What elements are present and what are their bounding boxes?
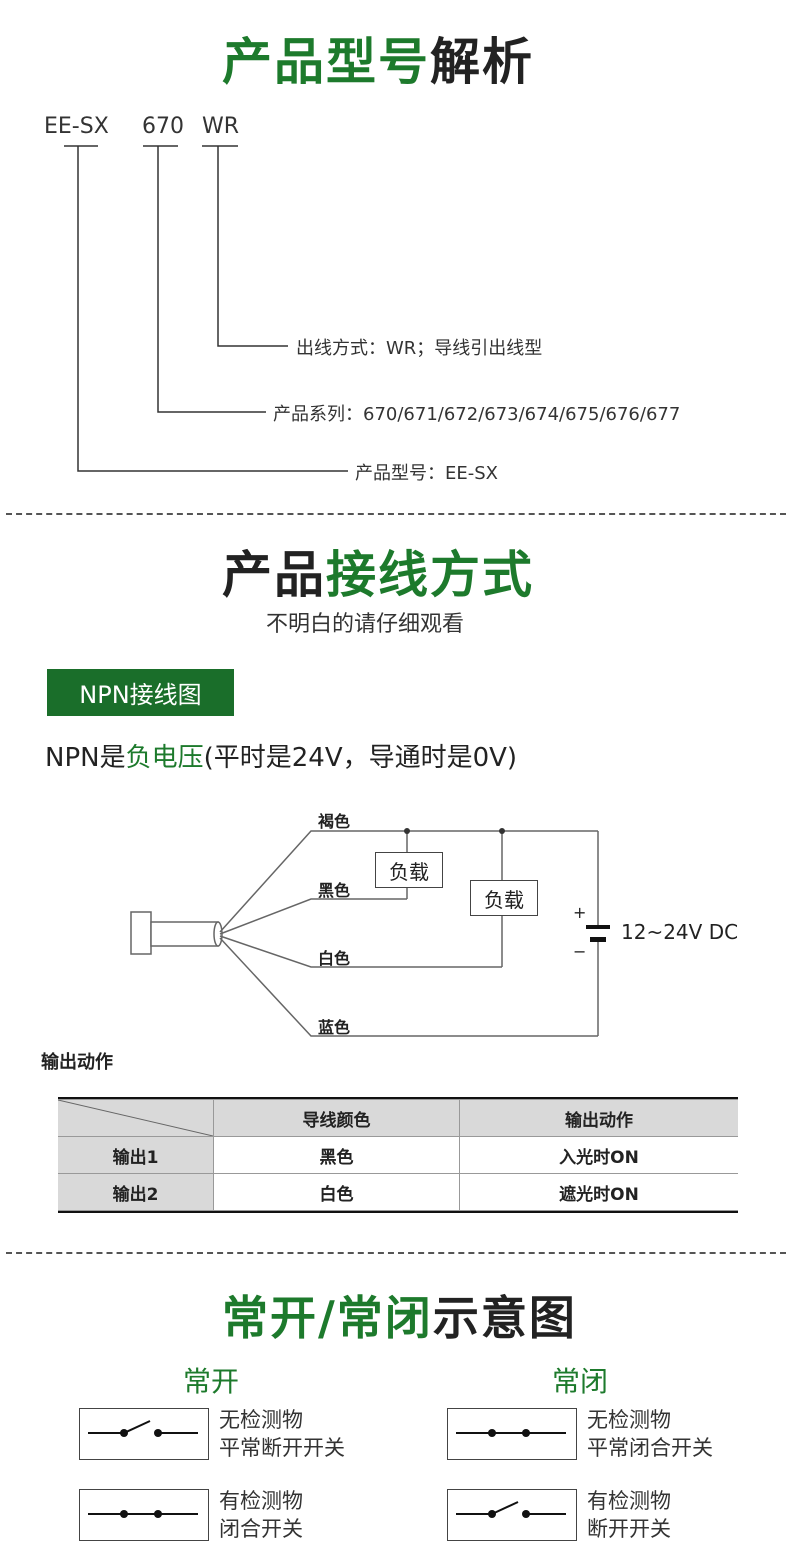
model-bracket-lines bbox=[64, 145, 348, 472]
wiring-section-title: 产品接线方式 bbox=[222, 535, 534, 607]
wiring-diagram bbox=[130, 828, 610, 1037]
switch-desc: 无检测物 平常断开开关 bbox=[219, 1406, 345, 1462]
title-black-part: 产品 bbox=[222, 546, 326, 604]
npn-suffix: (平时是24V，导通时是0V) bbox=[203, 743, 518, 773]
table-cell: 白色 bbox=[213, 1173, 460, 1211]
load-box-1: 负载 bbox=[375, 852, 443, 888]
title-green-part: 产品型号 bbox=[222, 33, 430, 91]
model-code-series: EE-SX bbox=[44, 114, 109, 139]
title-green-part: 接线方式 bbox=[326, 546, 534, 604]
switch-desc-line: 无检测物 bbox=[219, 1408, 303, 1432]
table-corner-diagonal bbox=[58, 1100, 213, 1136]
switch-desc-line: 无检测物 bbox=[587, 1408, 671, 1432]
table-row-label: 输出2 bbox=[58, 1173, 214, 1211]
output-table-wrapper: 导线颜色 输出动作 输出1 黑色 入光时ON 输出2 白色 遮光时ON bbox=[58, 1097, 738, 1213]
title-black-part: 解析 bbox=[430, 33, 534, 91]
desc-wire-type: 出线方式：WR；导线引出线型 bbox=[296, 338, 543, 359]
npn-highlight: 负电压 bbox=[125, 743, 204, 773]
table-corner-cell bbox=[58, 1099, 214, 1137]
wire-white bbox=[219, 935, 502, 968]
table-header-cell: 输出动作 bbox=[459, 1099, 738, 1137]
wire-label-white: 白色 bbox=[318, 949, 351, 968]
wire-blue bbox=[219, 937, 598, 1037]
switch-desc-line: 平常断开开关 bbox=[219, 1436, 345, 1460]
battery-plate-short bbox=[590, 937, 606, 942]
sensor-cable bbox=[150, 921, 219, 947]
switch-box-no-active bbox=[79, 1489, 209, 1541]
model-section-title: 产品型号解析 bbox=[222, 22, 534, 94]
switch-desc-line: 平常闭合开关 bbox=[587, 1436, 713, 1460]
table-cell: 黑色 bbox=[213, 1136, 460, 1174]
sensor-head bbox=[130, 911, 152, 955]
model-code-suffix: WR bbox=[202, 114, 240, 139]
load-box-2: 负载 bbox=[470, 880, 538, 916]
model-code-number: 670 bbox=[142, 114, 184, 139]
switch-desc-line: 有检测物 bbox=[219, 1489, 303, 1513]
switch-desc: 有检测物 断开开关 bbox=[587, 1487, 671, 1543]
switch-desc: 无检测物 平常闭合开关 bbox=[587, 1406, 713, 1462]
switch-desc-line: 闭合开关 bbox=[219, 1517, 303, 1541]
closed-switch-icon bbox=[88, 1510, 198, 1518]
table-row: 输出2 白色 遮光时ON bbox=[58, 1173, 738, 1211]
output-title: 输出动作 bbox=[41, 1052, 113, 1073]
table-header-cell: 导线颜色 bbox=[213, 1099, 460, 1137]
desc-series: 产品系列：670/671/672/673/674/675/676/677 bbox=[273, 404, 681, 425]
output-table: 导线颜色 输出动作 输出1 黑色 入光时ON 输出2 白色 遮光时ON bbox=[58, 1099, 738, 1211]
open-switch-icon bbox=[88, 1420, 198, 1437]
voltage-label: 12~24V DC bbox=[621, 920, 739, 944]
battery-plate-long bbox=[586, 925, 610, 929]
section-divider bbox=[6, 1252, 786, 1254]
section-divider bbox=[6, 513, 786, 515]
desc-model: 产品型号：EE-SX bbox=[355, 463, 498, 484]
wire-label-black: 黑色 bbox=[318, 881, 351, 900]
junction-dot bbox=[404, 828, 410, 834]
closed-switch-icon bbox=[456, 1429, 566, 1437]
npn-description: NPN是负电压(平时是24V，导通时是0V) bbox=[45, 737, 517, 774]
table-cell: 遮光时ON bbox=[459, 1173, 738, 1211]
table-header-row: 导线颜色 输出动作 bbox=[58, 1099, 738, 1137]
switch-box-nc-active bbox=[447, 1489, 577, 1541]
switch-desc-line: 断开开关 bbox=[587, 1517, 671, 1541]
wire-label-brown: 褐色 bbox=[318, 812, 351, 831]
switch-box-nc-idle bbox=[447, 1408, 577, 1460]
normally-open-label: 常开 bbox=[183, 1365, 240, 1398]
npn-prefix: NPN是 bbox=[45, 743, 126, 773]
wiring-subtitle: 不明白的请仔细观看 bbox=[266, 612, 465, 637]
table-row: 输出1 黑色 入光时ON bbox=[58, 1136, 738, 1174]
normally-closed-label: 常闭 bbox=[552, 1365, 609, 1398]
title-green-part: 常开/常闭 bbox=[222, 1291, 433, 1345]
minus-sign: − bbox=[573, 942, 587, 961]
switch-desc: 有检测物 闭合开关 bbox=[219, 1487, 303, 1543]
wire-black bbox=[219, 898, 407, 935]
title-black-part: 示意图 bbox=[432, 1291, 577, 1345]
plus-sign: + bbox=[573, 903, 587, 922]
switch-desc-line: 有检测物 bbox=[587, 1489, 671, 1513]
table-cell: 入光时ON bbox=[459, 1136, 738, 1174]
open-switch-icon bbox=[456, 1501, 566, 1518]
switch-box-no-idle bbox=[79, 1408, 209, 1460]
switch-section-title: 常开/常闭示意图 bbox=[222, 1282, 577, 1348]
table-row-label: 输出1 bbox=[58, 1136, 214, 1174]
wire-label-blue: 蓝色 bbox=[318, 1018, 351, 1037]
junction-dot bbox=[499, 828, 505, 834]
npn-badge: NPN接线图 bbox=[47, 669, 234, 716]
